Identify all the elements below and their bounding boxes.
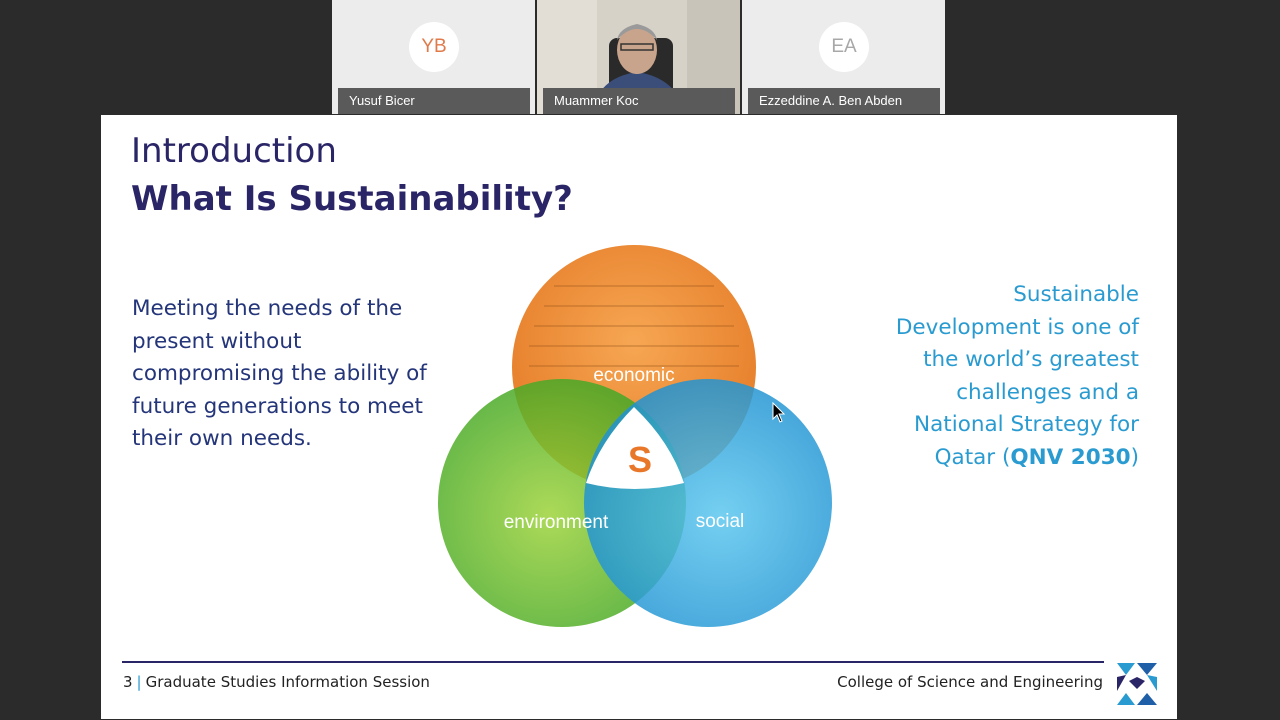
sustainability-venn-diagram: economic environment social S xyxy=(438,245,832,627)
slide-title-line1: Introduction xyxy=(131,131,337,171)
footer-divider xyxy=(122,661,1104,663)
center-region xyxy=(586,407,684,489)
participant-name: Yusuf Bicer xyxy=(338,88,530,114)
college-name: College of Science and Engineering xyxy=(837,673,1103,691)
college-logo-icon xyxy=(1117,663,1157,705)
social-label: social xyxy=(696,511,745,532)
economic-label: economic xyxy=(593,365,674,386)
center-s-label: S xyxy=(628,439,652,480)
avatar: EA xyxy=(819,22,869,72)
social-circle xyxy=(584,379,832,627)
qnv-statement-text: Sustainable Development is one of the wo… xyxy=(895,282,1139,470)
shared-slide: Introduction What Is Sustainability? Mee… xyxy=(101,115,1177,719)
definition-text: Meeting the needs of the present without… xyxy=(132,296,427,452)
session-name: Graduate Studies Information Session xyxy=(145,673,430,691)
qnv-bold: QNV 2030 xyxy=(1010,444,1131,470)
footer-left: 3|Graduate Studies Information Session xyxy=(123,673,430,691)
participant-video xyxy=(537,0,740,114)
participant-name: Muammer Koc xyxy=(543,88,735,114)
participant-strip: YB Yusuf Bicer Muammer Koc EA Ezzeddine … xyxy=(332,0,945,114)
participant-tile-ezzeddine[interactable]: EA Ezzeddine A. Ben Abden xyxy=(742,0,945,114)
avatar: YB xyxy=(409,22,459,72)
environment-label: environment xyxy=(504,512,609,533)
participant-tile-yusuf[interactable]: YB Yusuf Bicer xyxy=(332,0,535,114)
qnv-statement: Sustainable Development is one of the wo… xyxy=(895,282,1139,470)
participant-name: Ezzeddine A. Ben Abden xyxy=(748,88,940,114)
slide-number: 3 xyxy=(123,673,133,691)
mouse-cursor-icon xyxy=(772,402,786,423)
participant-tile-muammer[interactable]: Muammer Koc xyxy=(537,0,740,114)
slide-title-line2: What Is Sustainability? xyxy=(131,179,573,219)
